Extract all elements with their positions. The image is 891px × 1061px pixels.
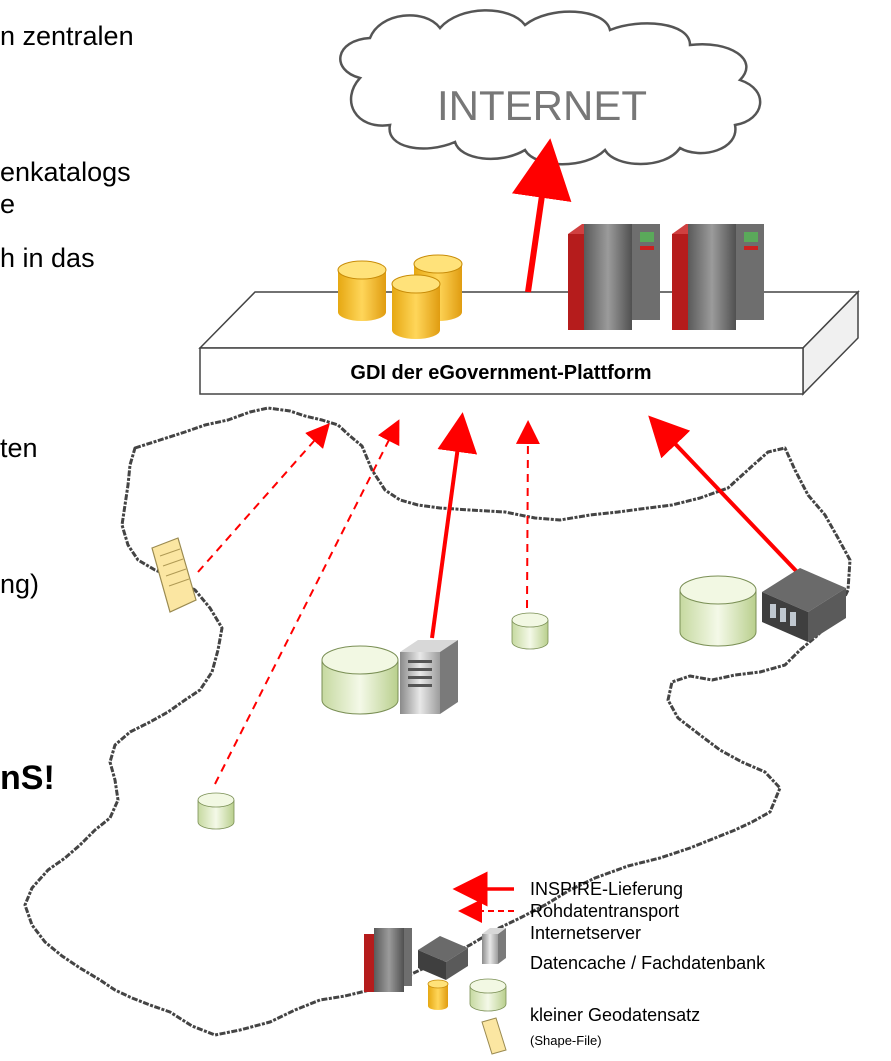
legend-rohdaten: Rohdatentransport (530, 901, 680, 921)
rohdaten-arrow (197, 423, 330, 573)
legend-rack-icon (418, 936, 468, 980)
bleed-text-4: h in das (0, 243, 95, 273)
legend-shapefile-note: (Shape-File) (530, 1033, 602, 1048)
cloud-label: INTERNET (437, 82, 647, 129)
legend-internetserver: Internetserver (530, 923, 642, 943)
large-database-icon (321, 645, 399, 715)
inspire-arrow (430, 412, 478, 639)
bleed-text-6: ng) (0, 569, 40, 599)
legend-mainframe-icon (364, 928, 412, 992)
platform-front (199, 347, 804, 395)
yellow-database-icon (337, 254, 463, 339)
rack-server-icon (762, 568, 846, 642)
legend-geodatensatz: kleiner Geodatensatz (530, 1005, 701, 1025)
mainframe-server-icon (568, 224, 660, 330)
region-outline (23, 406, 852, 1037)
document-icon (151, 537, 197, 613)
rohdaten-arrow (214, 419, 400, 785)
legend-document-icon (481, 1017, 507, 1055)
legend-green-db-icon (469, 978, 507, 1012)
bleed-text-1: n zentralen (0, 21, 134, 51)
large-database-icon (679, 575, 757, 647)
platform-label: GDI der eGovernment-Plattform (350, 362, 651, 384)
tower-server-icon (400, 640, 458, 714)
bleed-text-3: e (0, 189, 16, 219)
small-database-icon (197, 792, 235, 830)
bleed-text-5: ten (0, 433, 38, 463)
bleed-text-2: enkatalogs (0, 157, 131, 187)
arrow-to-internet (512, 138, 572, 293)
mainframe-server-icon (672, 224, 764, 330)
legend-datencache: Datencache / Fachdatenbank (530, 953, 766, 973)
legend-yellow-db-icon (427, 979, 449, 1010)
legend-inspire: INSPIRE-Lieferung (530, 879, 684, 899)
small-database-icon (511, 612, 549, 650)
internet-cloud (339, 9, 762, 166)
legend-tower-icon (482, 928, 506, 964)
bleed-text-7: nS! (0, 759, 55, 797)
inspire-arrow (648, 415, 802, 577)
rohdaten-arrow (515, 420, 540, 609)
